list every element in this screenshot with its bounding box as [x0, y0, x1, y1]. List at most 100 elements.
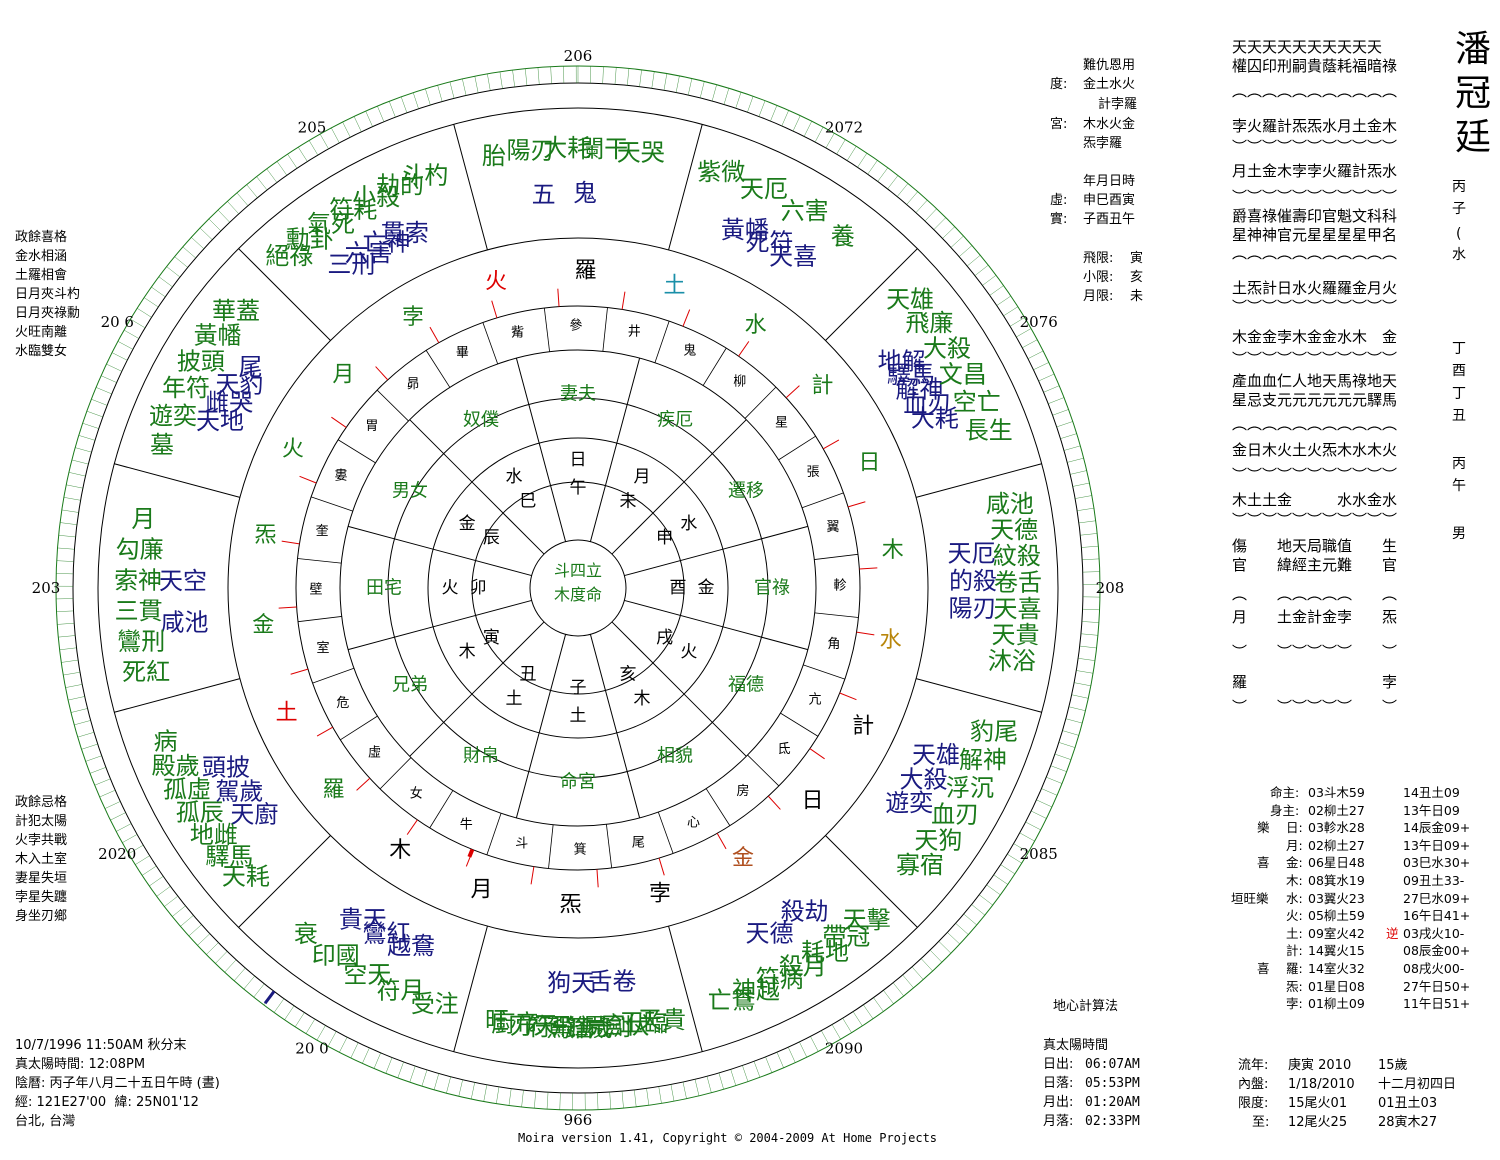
- degree-tick: [1050, 765, 1067, 772]
- palace-star-green: 劫的: [376, 172, 424, 200]
- degree-tick: [331, 127, 340, 144]
- mansion-label: 軫: [833, 577, 846, 593]
- degree-tick: [993, 874, 1008, 885]
- palace-star-navy: 三刑: [327, 250, 375, 278]
- inner-palace-divider: [683, 693, 747, 757]
- palace-star-navy: 貫索: [381, 219, 429, 247]
- mansion-red-tick: [290, 668, 309, 675]
- palace-star-green: 三貫: [115, 597, 163, 625]
- mansion-red-tick: [356, 777, 371, 791]
- degree-tick: [906, 191, 918, 205]
- planet-label: 金:: [1286, 855, 1303, 871]
- palace-star-green: 神越: [732, 976, 780, 1004]
- degree-tick: [958, 245, 973, 257]
- degree-tick: [483, 1084, 488, 1102]
- palace-star-navy: 駕歲: [215, 777, 263, 805]
- branch-divider: [471, 481, 545, 555]
- palace-star-navy: 的殺: [949, 567, 997, 595]
- degree-tick: [718, 1072, 724, 1090]
- degree-tick: [137, 308, 152, 318]
- palace-star-navy: 貴天: [339, 905, 387, 933]
- palace-star-green: 長生: [965, 416, 1013, 444]
- palace-star-green: 索神: [114, 566, 162, 594]
- palace-star-green: 氣死: [307, 210, 355, 238]
- planet-mansion: 02柳土27: [1308, 802, 1365, 818]
- planet-label: 命主:: [1270, 785, 1300, 800]
- pillar-char: 水: [1452, 247, 1466, 263]
- mansion-divider: [543, 307, 550, 352]
- degree-tick: [950, 235, 964, 248]
- edge-degree-label: 206: [564, 47, 593, 65]
- ymd-header: 年月日時: [1083, 174, 1136, 189]
- mansion-divider: [379, 757, 412, 790]
- planet-mansion: 03軫水28: [1308, 820, 1365, 836]
- mansion-divider: [702, 347, 727, 386]
- palace-star-green: 符病: [756, 965, 804, 993]
- palace-star-green: 勳卦: [286, 225, 334, 253]
- degree-tick: [409, 1065, 416, 1083]
- planet-label: 水:: [1286, 890, 1303, 906]
- palace-star-green: 陽刃: [506, 137, 554, 165]
- branch-divider: [611, 481, 685, 555]
- palace-star-green: 天耗: [222, 863, 270, 891]
- degree-tick: [1072, 482, 1090, 487]
- note-line: 金水相涵: [15, 249, 68, 264]
- degree-tick: [982, 275, 997, 286]
- degree-tick: [151, 286, 166, 298]
- edge-degree-label: 205: [298, 118, 327, 136]
- palace-star-green: 寡宿: [896, 851, 944, 879]
- planet-label: 孛:: [1286, 996, 1303, 1012]
- degree-tick: [327, 1031, 337, 1047]
- palace-star-navy: 大耗: [911, 405, 959, 433]
- ring-circle: [529, 539, 627, 637]
- degree-tick: [955, 923, 969, 935]
- degree-tick: [227, 201, 239, 215]
- sunset-label: 日落:: [1043, 1076, 1074, 1091]
- degree-tick: [730, 1069, 737, 1086]
- degree-tick: [658, 1086, 662, 1104]
- flow-label: 至:: [1252, 1115, 1270, 1130]
- du-label: 度:: [1050, 77, 1068, 92]
- palace-star-green: 刃天: [510, 1012, 558, 1040]
- moonrise-label: 月出:: [1043, 1095, 1074, 1110]
- palace-star-green: 天喜: [994, 595, 1042, 623]
- palace-star-green: 墓: [150, 431, 174, 459]
- edge-degree-label: 2076: [1020, 313, 1058, 331]
- star-table-row: 天天天天天天天天天天: [1232, 38, 1383, 56]
- mansion-red-tick: [823, 439, 840, 450]
- degree-tick: [111, 352, 128, 361]
- star-table-row: 爵喜祿催壽印官魁文科科: [1232, 207, 1398, 225]
- edge-degree-label: 20 6: [101, 313, 134, 331]
- mansion-red-tick: [621, 291, 626, 310]
- degree-tick: [116, 823, 132, 832]
- palace-star-green: 披頭: [177, 347, 225, 375]
- ring-circle: [471, 481, 685, 695]
- degree-tick: [897, 183, 909, 197]
- palace-star-green: 天貴: [638, 1006, 686, 1034]
- planet-label: 身主:: [1270, 802, 1300, 818]
- palace-divider: [825, 835, 918, 928]
- mansion-red-tick: [682, 309, 691, 327]
- name-char: 潘: [1455, 29, 1492, 70]
- xiaoxian-value: 亥: [1130, 270, 1144, 285]
- note-line: 妻星失垣: [15, 871, 68, 886]
- palace-star-navy: 黃幡: [721, 216, 769, 244]
- mansion-label: 危: [336, 696, 349, 711]
- degree-tick: [1063, 445, 1081, 451]
- planet-label: 土:: [1286, 925, 1303, 941]
- ring-circle: [97, 107, 1059, 1069]
- palace-star-navy: 天德: [745, 919, 793, 947]
- palace-star-navy: 咸池: [161, 608, 209, 636]
- star-table-row: ︶︶︶︶︶︶︶︶︶︶︶: [1232, 511, 1398, 529]
- planet-label: 日:: [1286, 820, 1303, 836]
- degree-tick: [56, 560, 74, 562]
- planet-glyph: 水: [745, 313, 767, 338]
- palace-star-green: 卷舌: [994, 569, 1042, 597]
- planet-mansion: 08箕水19: [1308, 873, 1365, 888]
- degree-tick: [915, 199, 928, 213]
- palace-star-navy: 血刃: [903, 390, 951, 418]
- palace-star-green: 孤辰: [176, 799, 224, 827]
- xu-value: 申巳酉寅: [1083, 193, 1136, 208]
- degree-tick: [814, 127, 824, 143]
- degree-tick: [892, 982, 904, 997]
